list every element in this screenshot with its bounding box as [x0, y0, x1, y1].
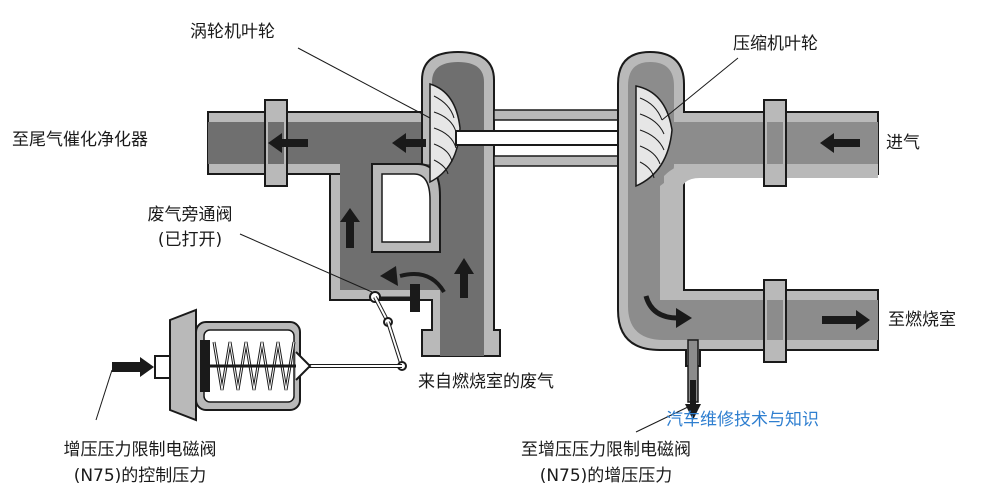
turbine-wheel-label: 涡轮机叶轮 — [190, 22, 275, 42]
boost-tap-arrow — [685, 380, 701, 420]
exhaust-out-arrow — [268, 133, 308, 153]
turbine-wheel — [429, 82, 461, 184]
boost-pressure-label-line1: 至增压压力限制电磁阀 — [521, 440, 691, 460]
leader-lines — [95, 47, 739, 433]
boost-pressure-label-line2: (N75)的增压压力 — [539, 466, 673, 486]
to-chamber-arrow — [822, 310, 870, 330]
actuator-spring — [210, 341, 312, 391]
compressor-housing — [617, 50, 879, 403]
exhaust-in-up-arrow — [454, 258, 474, 298]
exhaust-from-chamber-label: 来自燃烧室的废气 — [418, 372, 554, 392]
intake-arrow — [820, 133, 860, 153]
exhaust-up-arrow — [340, 208, 360, 248]
compressor-curve-arrow — [643, 295, 692, 328]
wastegate-label-line2: (已打开) — [157, 230, 223, 250]
control-pressure-label-line1: 增压压力限制电磁阀 — [63, 440, 217, 460]
wastegate-linkage — [300, 296, 407, 371]
intake-label: 进气 — [886, 133, 920, 153]
control-pressure-label-line2: (N75)的控制压力 — [73, 466, 207, 486]
compressor-wheel — [635, 85, 673, 188]
turbine-exit-arrow — [392, 133, 426, 153]
to-catalyst-label: 至尾气催化净化器 — [12, 130, 148, 150]
compressor-wheel-label: 压缩机叶轮 — [733, 34, 818, 54]
watermark-text: 汽车维修技术与知识 — [666, 410, 819, 430]
to-chamber-label: 至燃烧室 — [888, 310, 956, 330]
wastegate-label-line1: 废气旁通阀 — [147, 205, 233, 225]
control-pressure-arrow — [112, 357, 154, 377]
bypass-flow-arrow — [380, 266, 446, 294]
